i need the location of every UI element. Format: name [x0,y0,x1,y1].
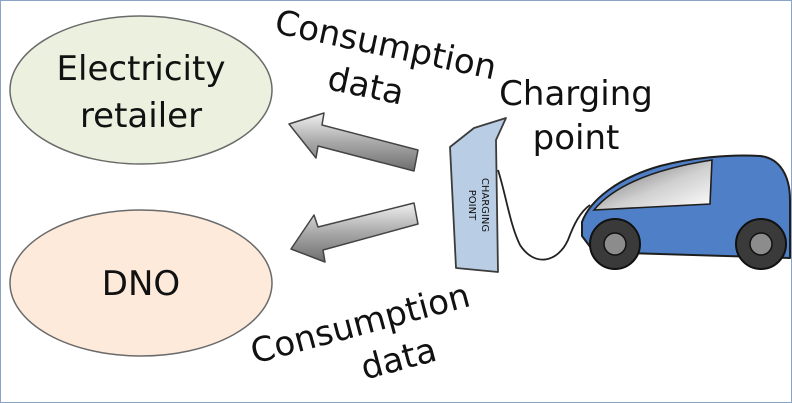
retailer-label-line2: retailer [80,96,202,136]
flow-label-dno: Consumption data [246,276,474,389]
car-front-wheel [589,218,641,270]
arrow-to-dno-shape [290,202,419,263]
electricity-retailer-node: Electricity retailer [9,15,273,165]
retailer-label-line1: Electricity [57,49,226,89]
arrow-to-dno [290,202,419,263]
charging-point-label-line1: Charging [499,74,653,114]
dno-node: DNO [9,209,273,357]
charging-point-station: CHARGING POINT [449,117,507,273]
charging-point-label: Charging point [499,74,653,158]
dno-label: DNO [102,264,180,304]
electric-car [581,154,791,270]
arrow-to-retailer [288,112,419,172]
dno-ellipse [9,209,273,357]
car-window [592,159,713,211]
charging-point-label-line2: point [533,118,620,158]
charging-station-body [449,117,507,273]
flow-label-retailer: Consumption data [271,2,500,113]
car-rear-wheel [735,218,787,270]
station-sign-line1: CHARGING [479,178,490,232]
retailer-ellipse [9,15,273,165]
charging-cable [497,169,591,261]
station-sign-line2: POINT [466,190,477,221]
arrow-to-retailer-shape [288,112,419,172]
